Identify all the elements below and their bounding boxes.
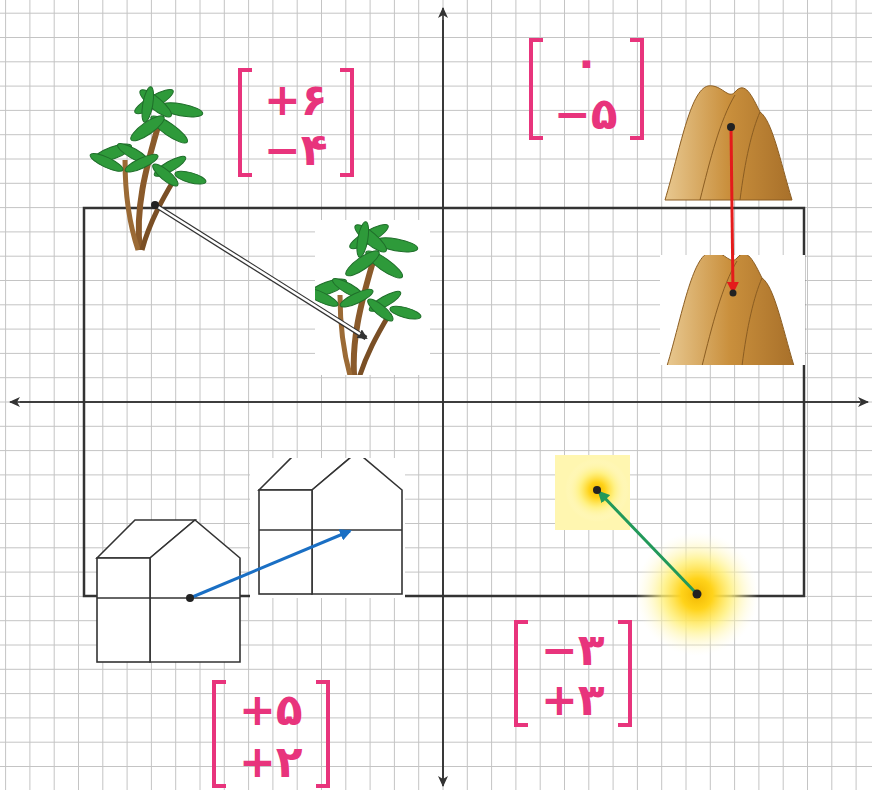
grid-line [661, 0, 662, 790]
grid-line [418, 0, 419, 790]
grid-line [175, 0, 176, 790]
grid-line [54, 0, 55, 790]
grid-line [0, 499, 872, 500]
vector-component: +۵ [239, 688, 303, 732]
grid-line [345, 0, 346, 790]
vector-component: −۵ [554, 92, 618, 136]
grid-line [0, 669, 872, 670]
vector-component: +۲ [239, 740, 303, 784]
grid-line [29, 0, 30, 790]
grid-line [78, 0, 79, 790]
grid-line [0, 61, 872, 62]
grid-line [807, 0, 808, 790]
vector-component: −۳ [541, 628, 605, 672]
grid-line [783, 0, 784, 790]
grid-line [0, 766, 872, 767]
grid-line [540, 0, 541, 790]
vector-component: +۶ [264, 78, 328, 122]
grid-line [200, 0, 201, 790]
grid-line [5, 0, 6, 790]
grid-line [0, 693, 872, 694]
grid-line [637, 0, 638, 790]
vector-component: −۴ [264, 128, 328, 172]
vector-component: ۰ [573, 40, 600, 84]
vector-component: +۳ [541, 678, 605, 722]
grid-line [443, 0, 444, 790]
grid-line [0, 742, 872, 743]
grid-line [831, 0, 832, 790]
grid-line [394, 0, 395, 790]
grid-line [0, 474, 872, 475]
grid-line [370, 0, 371, 790]
grid-line [0, 402, 872, 403]
grid-line [0, 13, 872, 14]
grid-line [224, 0, 225, 790]
grid-line [102, 0, 103, 790]
grid-line [0, 86, 872, 87]
grid-line [0, 377, 872, 378]
grid-line [0, 37, 872, 38]
grid-line [127, 0, 128, 790]
grid-line [0, 426, 872, 427]
grid-line [248, 0, 249, 790]
grid-line [0, 717, 872, 718]
grid-line [856, 0, 857, 790]
grid-line [0, 450, 872, 451]
grid-line [467, 0, 468, 790]
grid-line [491, 0, 492, 790]
grid-line [686, 0, 687, 790]
